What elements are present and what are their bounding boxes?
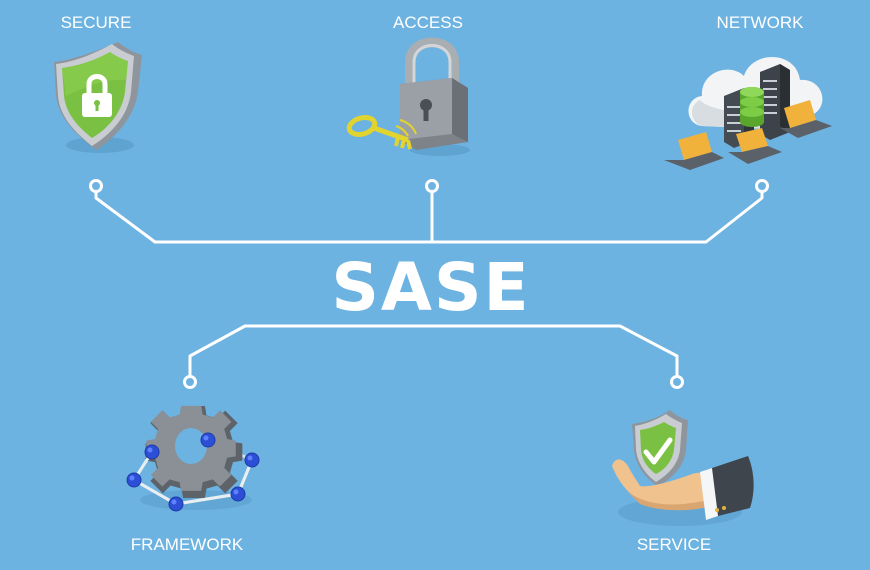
shield-lock-icon: [54, 42, 142, 153]
connector-lines: [89, 179, 769, 389]
sase-title: SASE: [331, 249, 530, 326]
cloud-server-laptops-icon: [664, 56, 832, 170]
wire-framework: [188, 324, 679, 381]
label-secure: SECURE: [61, 13, 132, 32]
label-framework: FRAMEWORK: [131, 535, 244, 554]
gear-network-icon: [126, 405, 260, 512]
label-service: SERVICE: [637, 535, 711, 554]
wire-network: [432, 187, 764, 244]
node-service: [670, 375, 684, 389]
wire-secure: [94, 187, 432, 244]
node-secure: [89, 179, 103, 193]
node-network: [755, 179, 769, 193]
node-access: [425, 179, 439, 193]
node-framework: [183, 375, 197, 389]
label-access: ACCESS: [393, 13, 463, 32]
padlock-key-icon: [346, 37, 470, 156]
hand-shield-check-icon: [612, 410, 754, 526]
label-network: NETWORK: [717, 13, 805, 32]
